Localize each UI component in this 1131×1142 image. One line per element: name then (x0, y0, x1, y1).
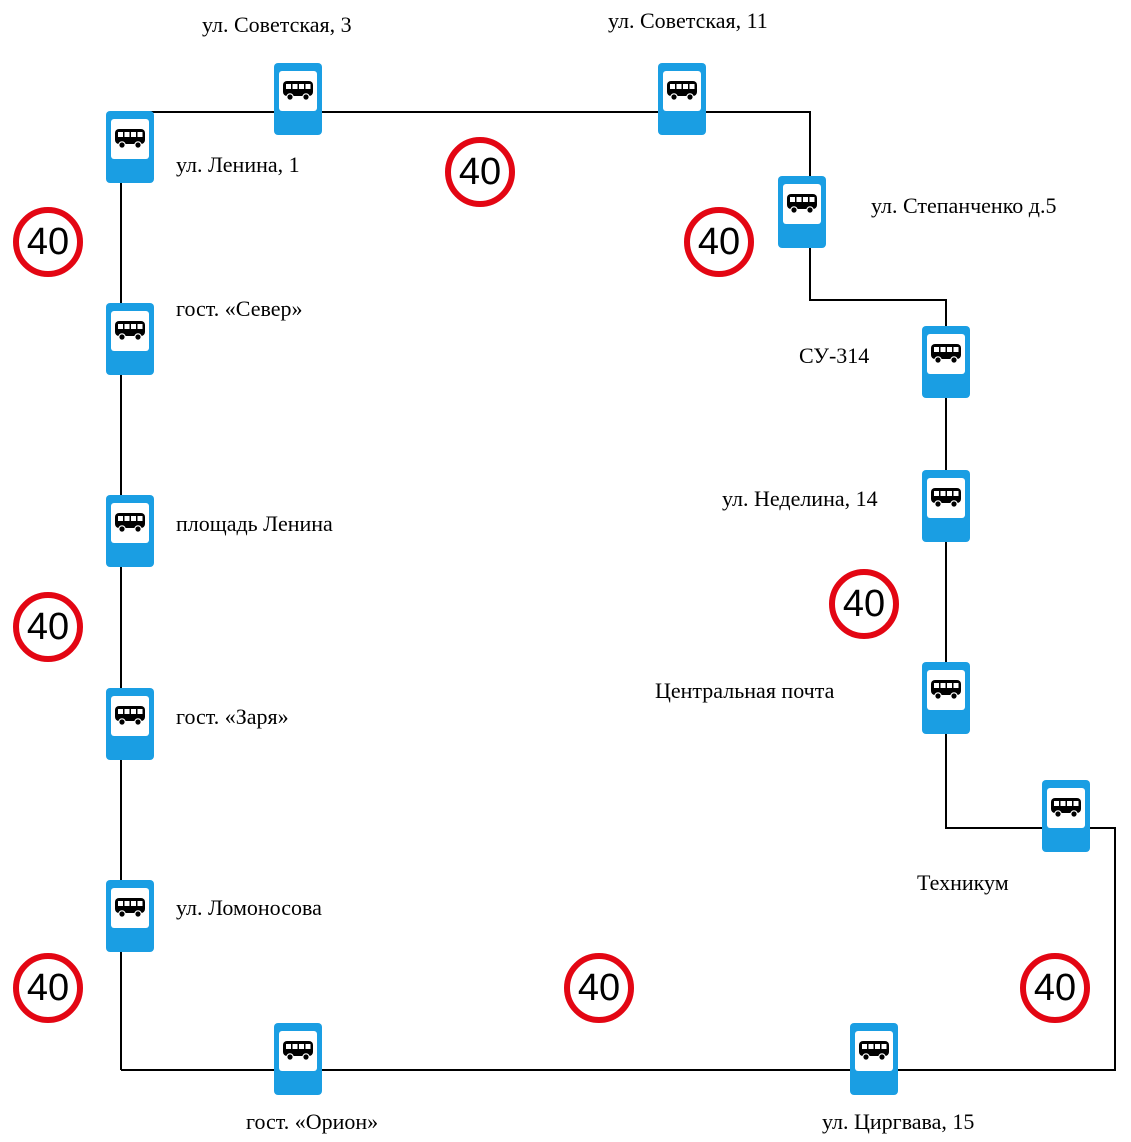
stop-label-lenina-1: ул. Ленина, 1 (176, 152, 300, 177)
bus-stop-icon (274, 63, 322, 135)
speed-limit-icon: 40 (1020, 953, 1090, 1023)
bus-stop-icon (658, 63, 706, 135)
stop-label-orion: гост. «Орион» (246, 1109, 379, 1134)
bus-stop-icon (106, 303, 154, 375)
speed-limit-icon: 40 (564, 953, 634, 1023)
bus-stop-icon (850, 1023, 898, 1095)
bus-stop-icon (1042, 780, 1090, 852)
bus-stop-icon (106, 688, 154, 760)
bus-stop-icon (106, 111, 154, 183)
speed-limit-icon: 40 (13, 953, 83, 1023)
bus-stop-icon (922, 326, 970, 398)
speed-limit-icon: 40 (13, 207, 83, 277)
bus-stop-icon (922, 470, 970, 542)
bus-stop-icon (106, 880, 154, 952)
stop-label-nedelina-14: ул. Неделина, 14 (722, 486, 878, 511)
stop-label-ploshchad-lenina: площадь Ленина (176, 511, 333, 536)
stop-label-zarya: гост. «Заря» (176, 704, 289, 729)
stop-label-central-post: Центральная почта (655, 678, 835, 703)
bus-stop-icon (274, 1023, 322, 1095)
bus-stop-icon (106, 495, 154, 567)
stop-label-cirgvava-15: ул. Циргвава, 15 (822, 1109, 975, 1134)
stop-label-lomonosova: ул. Ломоносова (176, 895, 322, 920)
speed-limit-icon: 40 (829, 569, 899, 639)
stop-label-sovetskaya-11: ул. Советская, 11 (608, 8, 768, 33)
stop-label-su-314: СУ-314 (799, 343, 870, 368)
stop-label-tehnikum: Техникум (917, 870, 1009, 895)
stop-label-sovetskaya-3: ул. Советская, 3 (202, 12, 352, 37)
speed-limit-icon: 40 (13, 592, 83, 662)
speed-limit-icon: 40 (684, 207, 754, 277)
bus-stop-icon (778, 176, 826, 248)
stop-label-sever: гост. «Север» (176, 296, 303, 321)
bus-stop-icon (922, 662, 970, 734)
speed-limit-icon: 40 (445, 137, 515, 207)
stop-label-stepanchenko-5: ул. Степанченко д.5 (871, 193, 1057, 218)
